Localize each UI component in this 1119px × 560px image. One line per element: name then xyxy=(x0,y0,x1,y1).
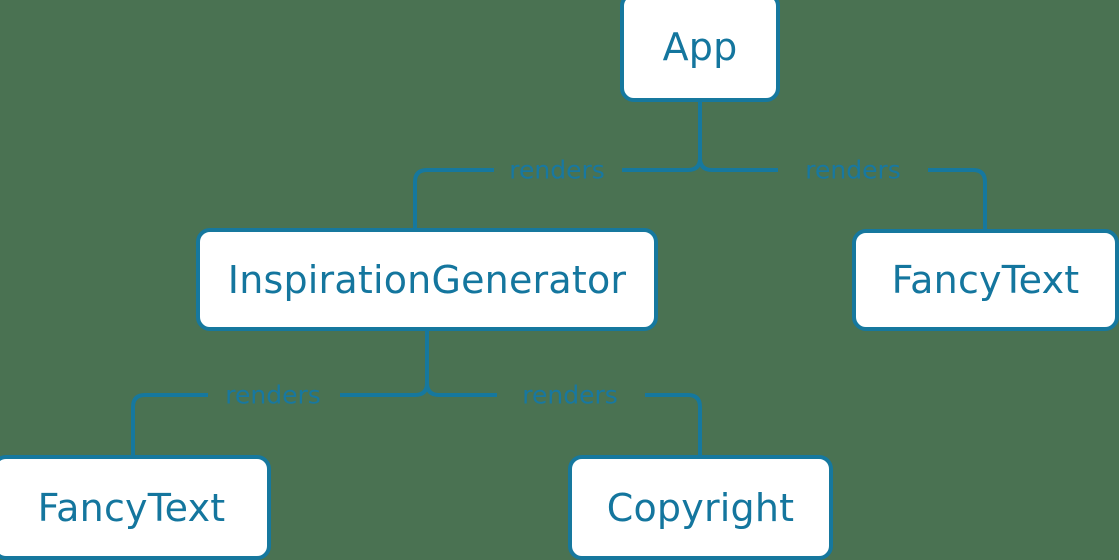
node-inspiration-generator-label: InspirationGenerator xyxy=(227,257,627,302)
edge-app-to-fancytext-right xyxy=(698,157,987,229)
node-fancy-text-right-label: FancyText xyxy=(891,258,1080,302)
node-fancy-text-left[interactable]: FancyText xyxy=(0,455,271,560)
edge-label-inspgen-to-fancytext-left: renders xyxy=(225,380,321,410)
edge-label-app-to-fancytext-right: renders xyxy=(805,155,901,185)
node-app[interactable]: App xyxy=(620,0,780,102)
node-fancy-text-right[interactable]: FancyText xyxy=(852,229,1119,331)
edge-label-app-to-inspgen: renders xyxy=(509,155,605,185)
edge-label-inspgen-to-copyright: renders xyxy=(522,380,618,410)
node-copyright[interactable]: Copyright xyxy=(568,455,833,560)
node-app-label: App xyxy=(662,25,738,69)
node-copyright-label: Copyright xyxy=(606,485,795,530)
edge-inspgen-to-copyright xyxy=(425,382,702,455)
node-fancy-text-left-label: FancyText xyxy=(37,485,226,530)
node-inspiration-generator[interactable]: InspirationGenerator xyxy=(196,228,658,331)
